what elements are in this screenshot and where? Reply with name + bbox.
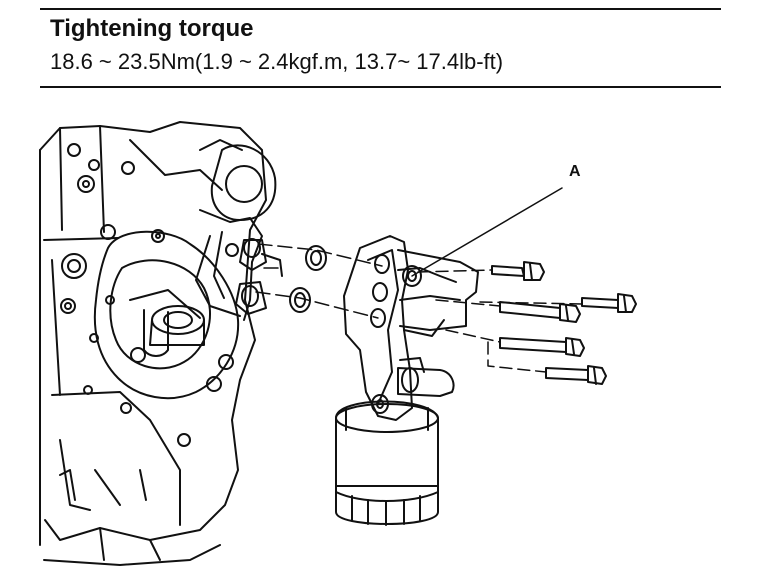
bolt-alignment-lines	[417, 269, 583, 373]
alignment-lines	[255, 243, 383, 319]
callout-leader	[411, 187, 563, 277]
bolt-middle-right	[581, 293, 637, 313]
pump-housing	[93, 230, 240, 400]
bolt-middle-long	[499, 301, 581, 323]
o-rings	[289, 245, 327, 313]
block-ports	[235, 238, 283, 315]
oil-filter-bracket-diagram	[39, 121, 637, 566]
torque-heading: Tightening torque	[50, 15, 254, 42]
callout-label-a: A	[569, 163, 581, 180]
torque-value: 18.6 ~ 23.5Nm(1.9 ~ 2.4kgf.m, 13.7~ 17.4…	[50, 49, 504, 74]
block-bosses	[60, 143, 239, 447]
bolt-lower	[499, 337, 585, 357]
top-rule	[40, 8, 721, 10]
oil-filter-bracket	[343, 235, 479, 421]
bottom-rule	[40, 86, 721, 88]
bolt-bottom	[545, 365, 607, 385]
engine-block	[39, 121, 267, 566]
bolt-upper	[491, 261, 545, 281]
oil-filter	[335, 400, 439, 526]
timing-cover	[195, 144, 277, 321]
